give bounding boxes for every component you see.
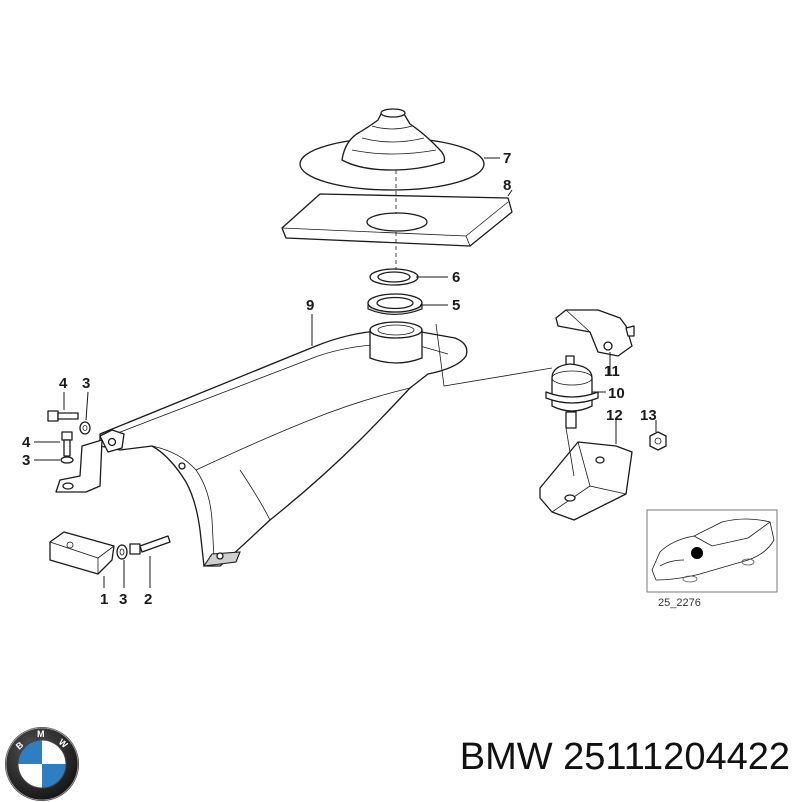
callout-10: 10 [608, 385, 625, 402]
location-dot-icon [691, 547, 703, 559]
callout-3-upper: 3 [82, 375, 90, 392]
callout-4-middle: 4 [22, 434, 31, 451]
washer-part-upper [79, 421, 91, 435]
part-number: 25111204422 [563, 736, 790, 778]
mount-block-part [49, 531, 115, 575]
bolt-part-vertical [61, 431, 73, 457]
part-number-caption: BMW 25111204422 [410, 736, 790, 779]
washer-part-lower [116, 544, 128, 560]
callout-11: 11 [604, 363, 620, 380]
brand-name: BMW [459, 736, 553, 778]
callout-3-middle: 3 [22, 452, 30, 469]
nut-part [649, 431, 667, 451]
shift-boot-part [299, 108, 485, 191]
svg-text:B: B [14, 739, 26, 751]
rubber-mount-part [545, 355, 599, 429]
leader-lines [34, 157, 657, 588]
shift-bracket-part [55, 329, 468, 567]
callout-3-lower: 3 [119, 591, 127, 608]
callout-5: 5 [452, 297, 460, 314]
callout-13: 13 [640, 407, 657, 424]
bolt-part-lower [129, 535, 171, 555]
inset-reference-code: 25_2276 [658, 597, 701, 609]
bolt-part-upper [47, 410, 79, 422]
callout-8: 8 [503, 177, 511, 194]
callout-7: 7 [503, 150, 511, 167]
snap-ring-part [369, 268, 419, 286]
callout-2: 2 [144, 591, 152, 608]
car-locator-inset: 25_2276 [646, 509, 778, 609]
cover-plate-part [281, 193, 513, 247]
callout-1: 1 [100, 591, 108, 608]
lower-bracket-part [539, 441, 633, 521]
shift-sleeve-part [369, 321, 423, 364]
callout-9: 9 [306, 297, 314, 314]
bearing-ring-part [367, 293, 423, 316]
washer-part-vertical [60, 456, 74, 464]
upper-bracket-part [555, 309, 635, 357]
callout-labels: 7 8 6 5 9 11 10 12 13 4 3 4 3 1 3 2 [22, 150, 657, 608]
callout-4-upper: 4 [59, 375, 68, 392]
callout-12: 12 [606, 407, 623, 424]
callout-6: 6 [452, 269, 460, 286]
bmw-logo-icon: B M W [5, 727, 79, 801]
svg-text:M: M [37, 729, 45, 739]
